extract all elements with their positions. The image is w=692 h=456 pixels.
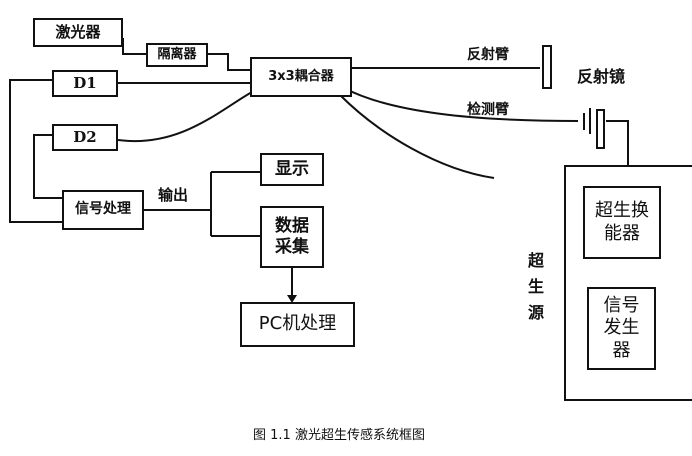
- output-label: 输出: [158, 186, 189, 204]
- reflector-label: 反射镜: [577, 67, 626, 86]
- coupler-box: 3x3耦合器: [250, 57, 352, 97]
- reflection-arm-label: 反射臂: [467, 47, 509, 63]
- ultrasonic-source-label: 超生源: [527, 251, 544, 322]
- figure-caption: 图 1.1 激光超生传感系统框图: [253, 428, 425, 443]
- data-acquisition-box: 数据采集: [260, 206, 324, 268]
- ultrasonic-transducer-box: 超生换能器: [583, 186, 661, 259]
- laser-box: 激光器: [33, 18, 123, 47]
- detector-d2-box: D2: [52, 124, 118, 151]
- isolator-box: 隔离器: [146, 43, 208, 67]
- pc-processing-box: PC机处理: [240, 302, 355, 347]
- signal-generator-box: 信号发生器: [587, 287, 656, 370]
- detector-d1-box: D1: [52, 70, 118, 97]
- display-box: 显示: [260, 153, 324, 186]
- detection-arm-label: 检测臂: [467, 102, 509, 118]
- signal-processing-box: 信号处理: [62, 190, 144, 230]
